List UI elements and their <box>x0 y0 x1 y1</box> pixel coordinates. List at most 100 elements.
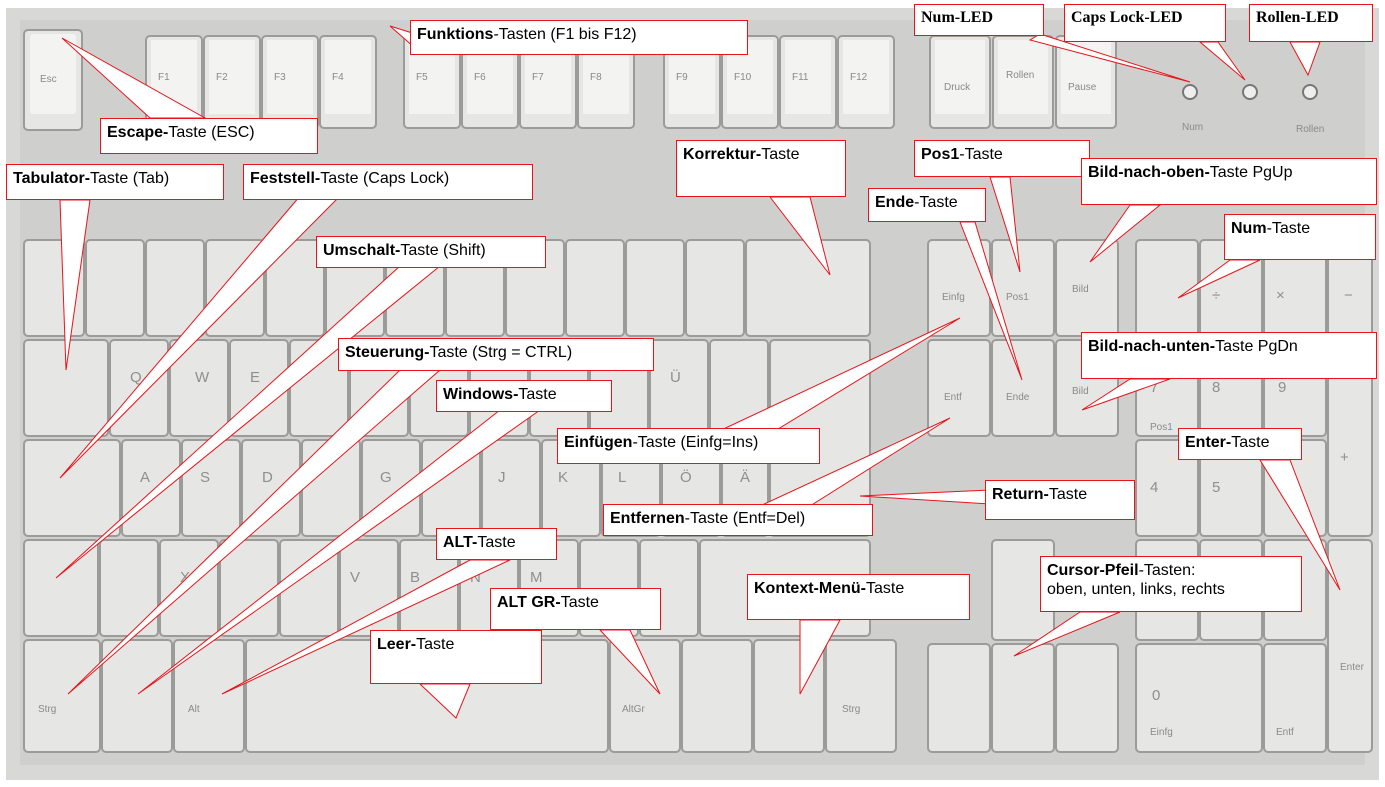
key-glyph: 9 <box>1278 379 1286 396</box>
key-glyph: M <box>530 569 543 586</box>
keycap-bild-dn: Bild <box>1072 386 1089 397</box>
keycap-f8: F8 <box>590 72 602 83</box>
callout-caps-text: Taste (Caps Lock) <box>320 170 450 187</box>
callout-shift-text: Taste (Shift) <box>400 242 486 259</box>
callout-end: Ende-Taste <box>868 188 986 222</box>
callout-fkeys: Funktions-Tasten (F1 bis F12) <box>410 20 748 55</box>
callout-pgdn-text: Taste PgDn <box>1215 338 1298 355</box>
pointer-home <box>989 176 1021 273</box>
key-glyph: K <box>558 469 568 486</box>
callout-pgup-bold: Bild-nach-oben- <box>1088 164 1210 181</box>
callout-enter-bold: Enter- <box>1185 434 1232 451</box>
callout-escape-bold: Escape- <box>107 124 169 141</box>
key-glyph: − <box>1344 287 1353 304</box>
keycap-f7: F7 <box>532 72 544 83</box>
callout-num-text: -Taste <box>1266 220 1311 237</box>
key-glyph: 0 <box>1152 687 1160 704</box>
f-keys-group-1 <box>145 35 377 129</box>
callout-pgdn: Bild-nach-unten-Taste PgDn <box>1081 332 1377 379</box>
numpad-block <box>1135 239 1373 753</box>
keycap-num-pos1: Pos1 <box>1150 422 1173 433</box>
keycap-druck: Druck <box>944 82 971 93</box>
key-glyph: Ä <box>740 469 750 486</box>
callout-insert-text: -Taste (Einfg=Ins) <box>632 434 759 451</box>
callout-pgdn-bold: Bild-nach-unten- <box>1088 338 1216 355</box>
keycap-num-led: Num <box>1182 122 1203 133</box>
esc-key <box>23 29 83 131</box>
keycap-bild-up: Bild <box>1072 284 1089 295</box>
callout-home-text: -Taste <box>959 146 1003 163</box>
callout-caps: Feststell-Taste (Caps Lock) <box>243 164 533 200</box>
callout-home: Pos1-Taste <box>914 140 1090 177</box>
keycap-f12: F12 <box>850 72 868 83</box>
pointer-pgdn <box>1081 378 1171 411</box>
key-glyph: B <box>410 569 420 586</box>
key-glyph: V <box>350 569 360 586</box>
key-glyph: Ü <box>670 368 681 386</box>
key-glyph: G <box>380 469 392 486</box>
callout-rollen-led: Rollen-LED <box>1249 4 1373 42</box>
callout-escape: Escape-Taste (ESC) <box>100 118 318 154</box>
callout-home-bold: Pos1 <box>921 146 960 163</box>
callout-tab-text: Taste (Tab) <box>90 170 170 187</box>
key-glyph: + <box>1340 449 1349 466</box>
callout-delete-text: -Taste (Entf=Del) <box>684 510 806 527</box>
callout-end-bold: Ende <box>875 194 915 211</box>
pointer-space <box>418 683 471 719</box>
callout-alt: ALT-Taste <box>436 528 557 560</box>
keycap-f3: F3 <box>274 72 286 83</box>
callout-insert-bold: Einfügen <box>564 434 633 451</box>
callout-enter: Enter-Taste <box>1178 428 1302 460</box>
key-glyph: D <box>262 469 273 486</box>
callout-shift-bold: Umschalt- <box>323 242 401 259</box>
callout-fkeys-text: -Tasten (F1 bis F12) <box>493 26 637 43</box>
key-glyph: W <box>195 369 210 386</box>
keycap-f9: F9 <box>676 72 688 83</box>
keycap-f1: F1 <box>158 72 170 83</box>
callout-caps-bold: Feststell- <box>250 170 321 187</box>
keycap-entf: Entf <box>944 392 962 403</box>
callout-tab: Tabulator-Taste (Tab) <box>6 164 224 200</box>
caps-led-light <box>1242 84 1258 100</box>
callout-windows: Windows-Taste <box>436 380 612 412</box>
keycap-esc: Esc <box>40 74 57 85</box>
callout-cursor-bold: Cursor-Pfeil <box>1047 562 1139 579</box>
keycap-f2: F2 <box>216 72 228 83</box>
keycap-f4: F4 <box>332 72 344 83</box>
callout-ctrl-text: Taste (Strg = CTRL) <box>429 344 573 361</box>
callout-num-bold: Num <box>1231 220 1267 237</box>
callout-context-text: Taste <box>865 580 905 597</box>
callout-pgup: Bild-nach-oben-Taste PgUp <box>1081 158 1377 205</box>
keycap-num-entf: Entf <box>1276 727 1294 738</box>
pointer-context <box>799 619 841 695</box>
key-glyph: × <box>1276 287 1285 304</box>
pointer-num-led <box>1028 33 1191 83</box>
callout-altgr-text: Taste <box>560 594 599 611</box>
f-keys-group-3 <box>663 35 895 129</box>
pointer-caps-led <box>1198 41 1246 81</box>
key-glyph: 4 <box>1150 479 1158 496</box>
callout-fkeys-bold: Funktions <box>417 26 494 43</box>
callout-delete-bold: Entfernen <box>610 510 685 527</box>
pointer-cursor <box>1013 611 1121 657</box>
callout-return-bold: Return- <box>992 486 1049 503</box>
callout-cursor-text: -Tasten: <box>1138 562 1196 579</box>
callout-context: Kontext-Menü-Taste <box>747 574 970 620</box>
key-glyph: 8 <box>1212 379 1220 396</box>
scroll-led-light <box>1302 84 1318 100</box>
pointer-tab <box>59 199 91 371</box>
key-glyph: J <box>498 469 506 486</box>
callout-tab-bold: Tabulator- <box>13 170 91 187</box>
callout-space-text: Taste <box>416 636 455 653</box>
keycap-ende: Ende <box>1006 392 1030 403</box>
pointer-altgr <box>598 629 661 695</box>
pointer-num <box>1177 259 1261 299</box>
keycap-rollen: Rollen <box>1006 70 1034 81</box>
key-glyph: N <box>470 569 481 586</box>
key-glyph: ÷ <box>1212 287 1220 304</box>
key-glyph: S <box>200 469 210 486</box>
callout-backspace: Korrektur-Taste <box>676 140 846 197</box>
pointer-backspace <box>768 196 831 276</box>
keycap-einfg: Einfg <box>942 292 965 303</box>
